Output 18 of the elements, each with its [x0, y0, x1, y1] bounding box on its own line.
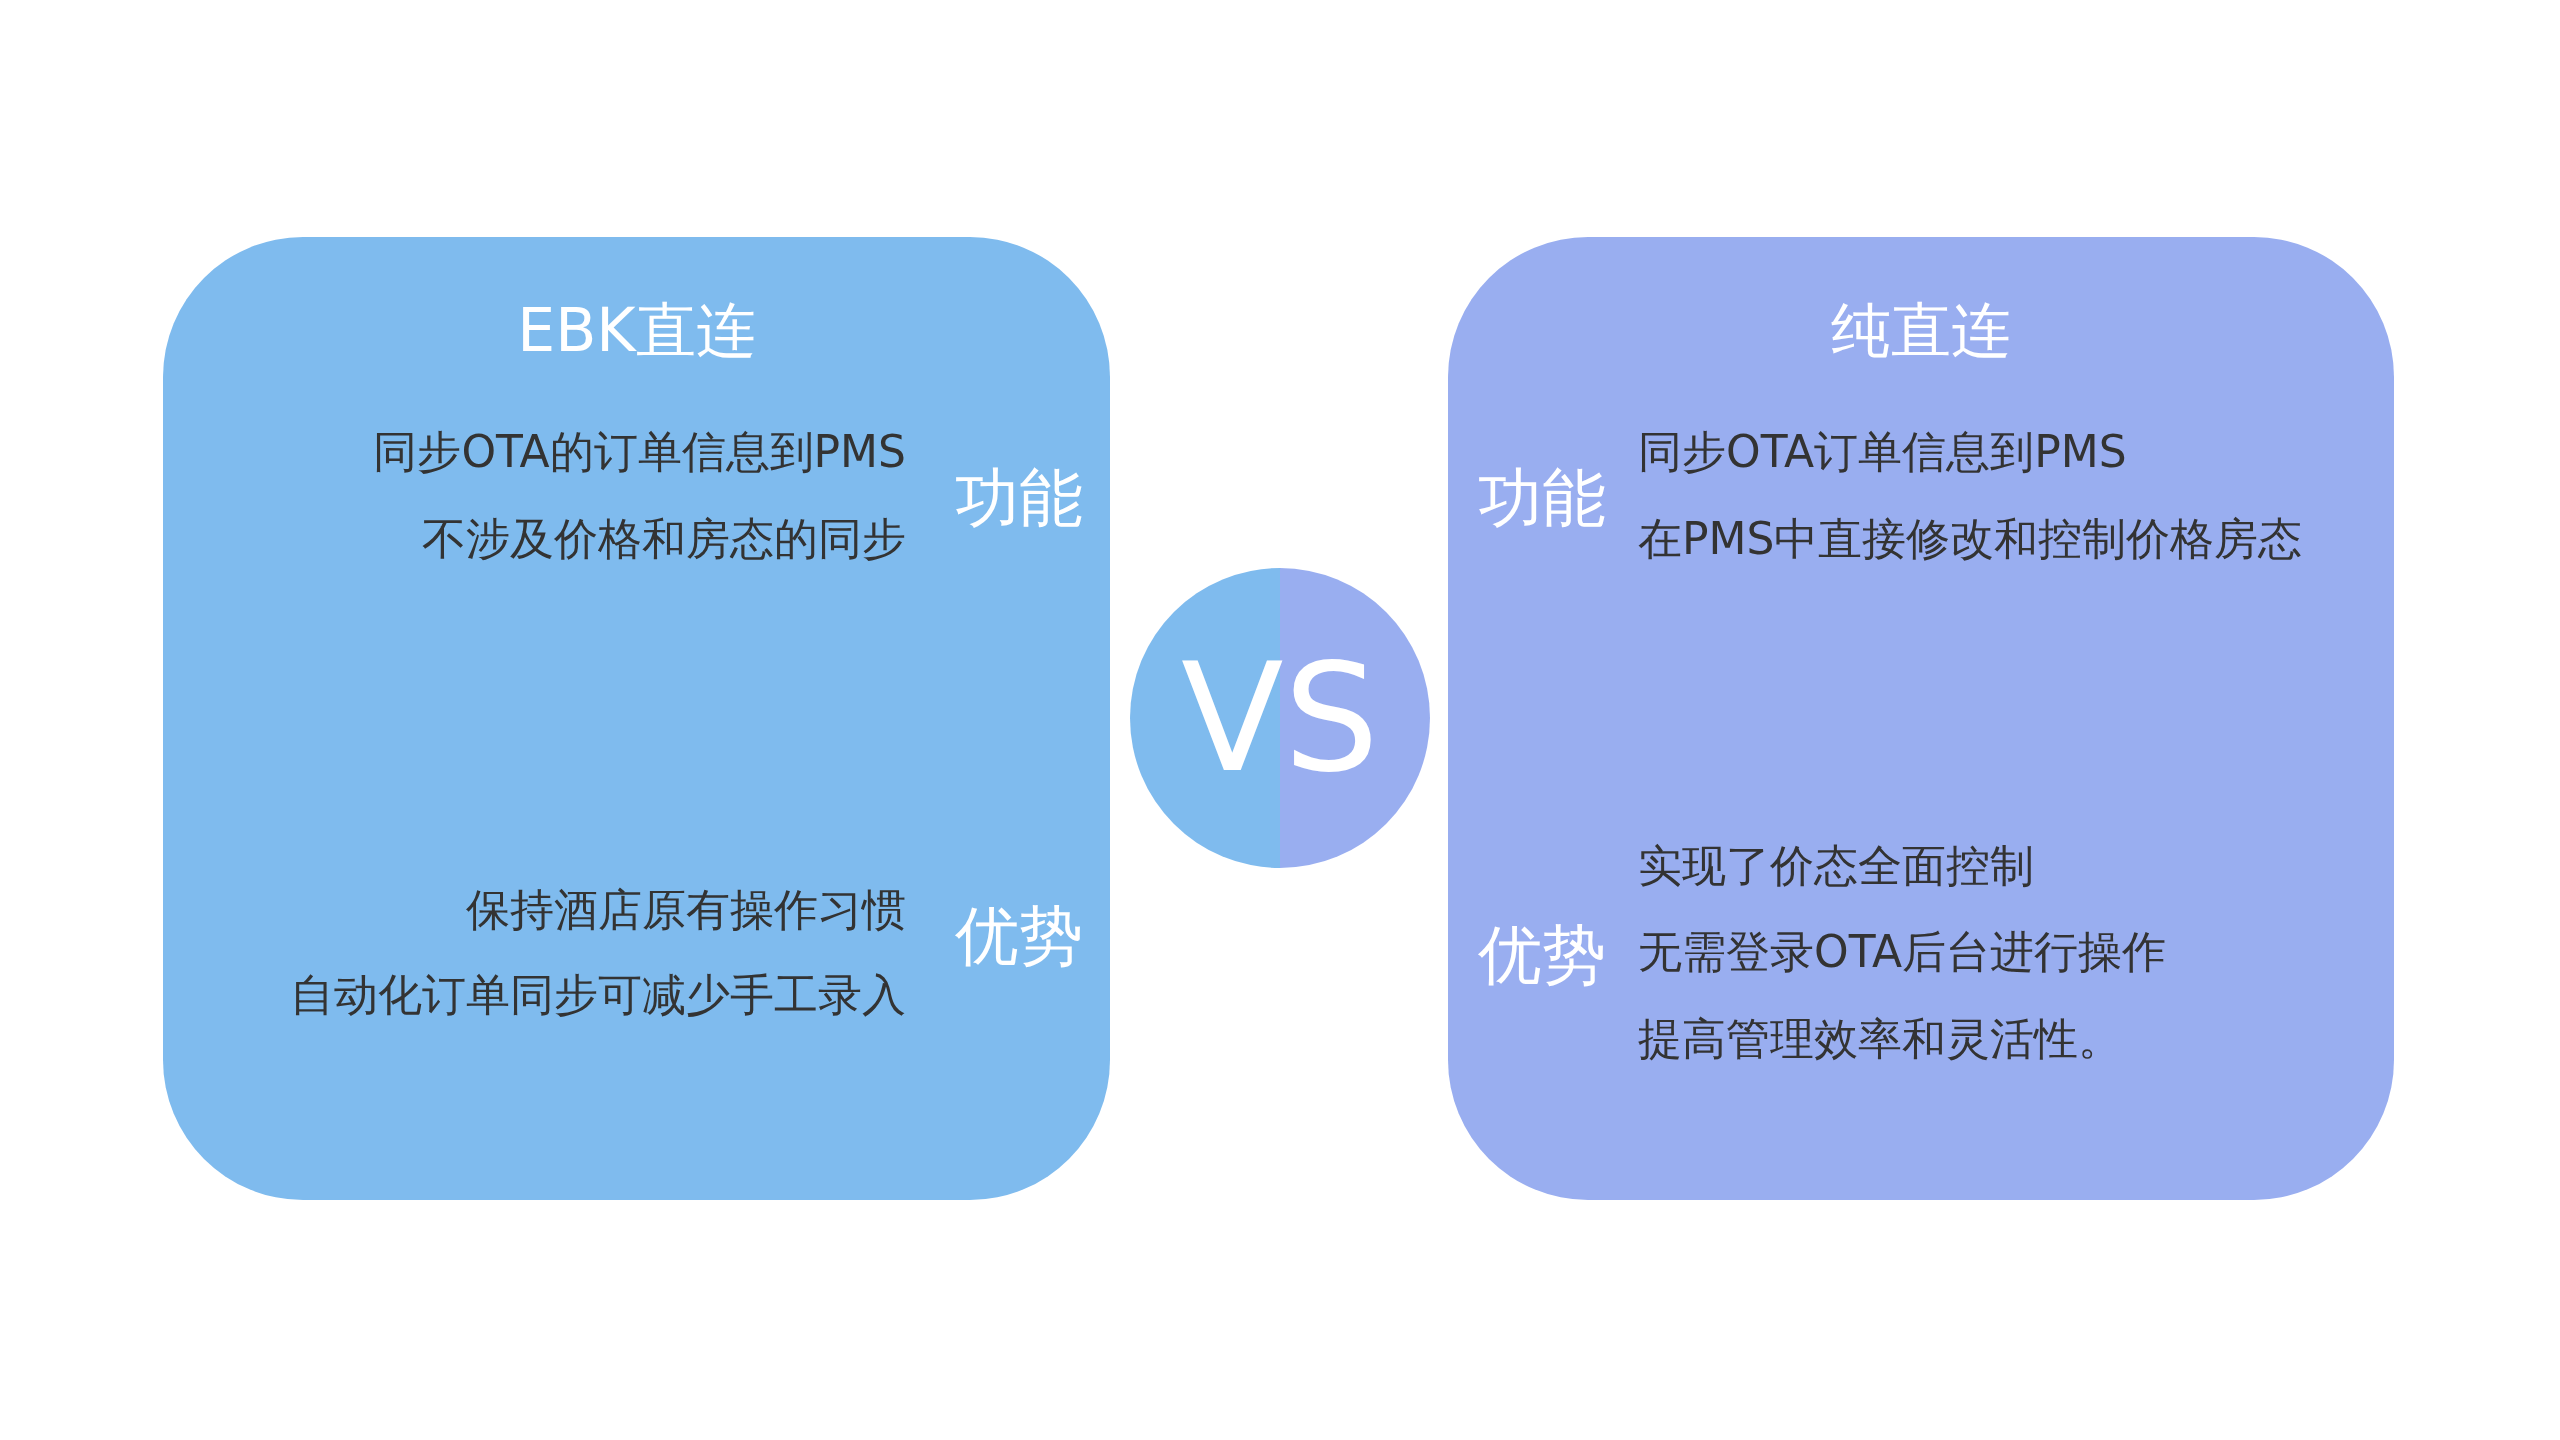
section-label: 优势 [1478, 916, 1606, 994]
description-text: 无需登录OTA后台进行操作 [1638, 925, 2167, 979]
vs-badge: VS [1130, 568, 1430, 868]
description-text: 同步OTA订单信息到PMS [1638, 425, 2127, 479]
description-text: 提高管理效率和灵活性。 [1638, 1012, 2122, 1066]
description-text: 在PMS中直接修改和控制价格房态 [1638, 512, 2303, 566]
description-text: 保持酒店原有操作习惯 [466, 883, 906, 937]
card-panel [163, 237, 1110, 1200]
card-title: 纯直连 [1830, 294, 2012, 366]
section-label: 优势 [955, 897, 1083, 975]
description-text: 不涉及价格和房态的同步 [422, 512, 906, 566]
description-text: 同步OTA的订单信息到PMS [373, 425, 906, 479]
card-title: EBK直连 [516, 294, 757, 366]
section-label: 功能 [955, 459, 1083, 537]
description-text: 实现了价态全面控制 [1638, 839, 2034, 893]
card-panel [1448, 237, 2394, 1200]
section-label: 功能 [1478, 459, 1606, 537]
description-text: 自动化订单同步可减少手工录入 [290, 968, 906, 1022]
